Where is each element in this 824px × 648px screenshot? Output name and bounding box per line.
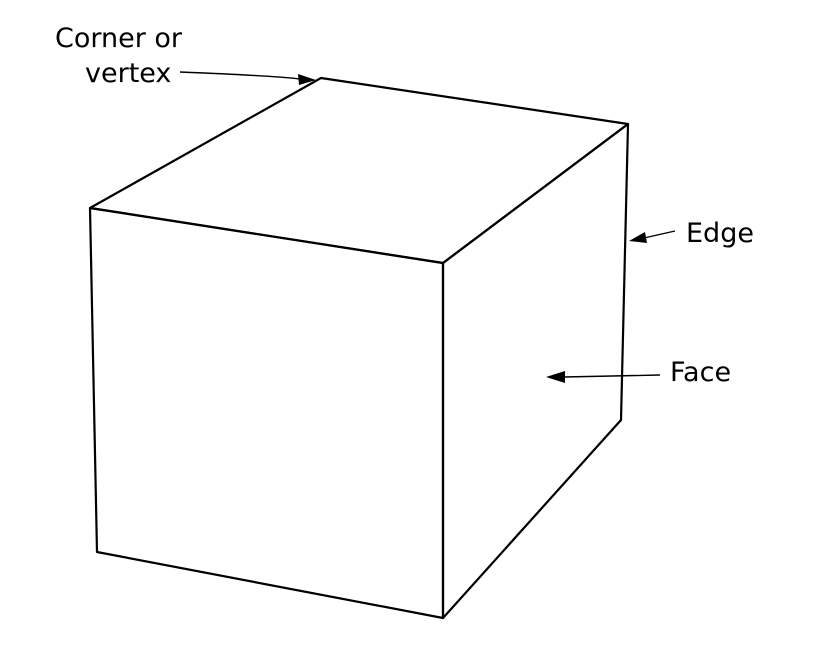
corner-label-line1: Corner or (55, 23, 183, 54)
corner-annotation: Corner or vertex (55, 23, 316, 89)
face-annotation: Face (546, 357, 731, 388)
face-pointer-line (563, 374, 661, 378)
cube-front-face (88, 206, 445, 620)
cube-top-face (88, 76, 630, 265)
corner-arrowhead (298, 74, 316, 85)
face-label: Face (670, 357, 731, 388)
edge-annotation: Edge (629, 218, 754, 249)
corner-pointer-line (179, 71, 301, 80)
face-arrowhead (546, 371, 565, 383)
cube (88, 76, 630, 620)
edge-pointer-line (643, 230, 676, 239)
cube-right-face (441, 122, 630, 620)
edge-arrowhead (629, 232, 647, 243)
corner-label-line2: vertex (85, 58, 171, 89)
edge-label: Edge (686, 218, 754, 249)
